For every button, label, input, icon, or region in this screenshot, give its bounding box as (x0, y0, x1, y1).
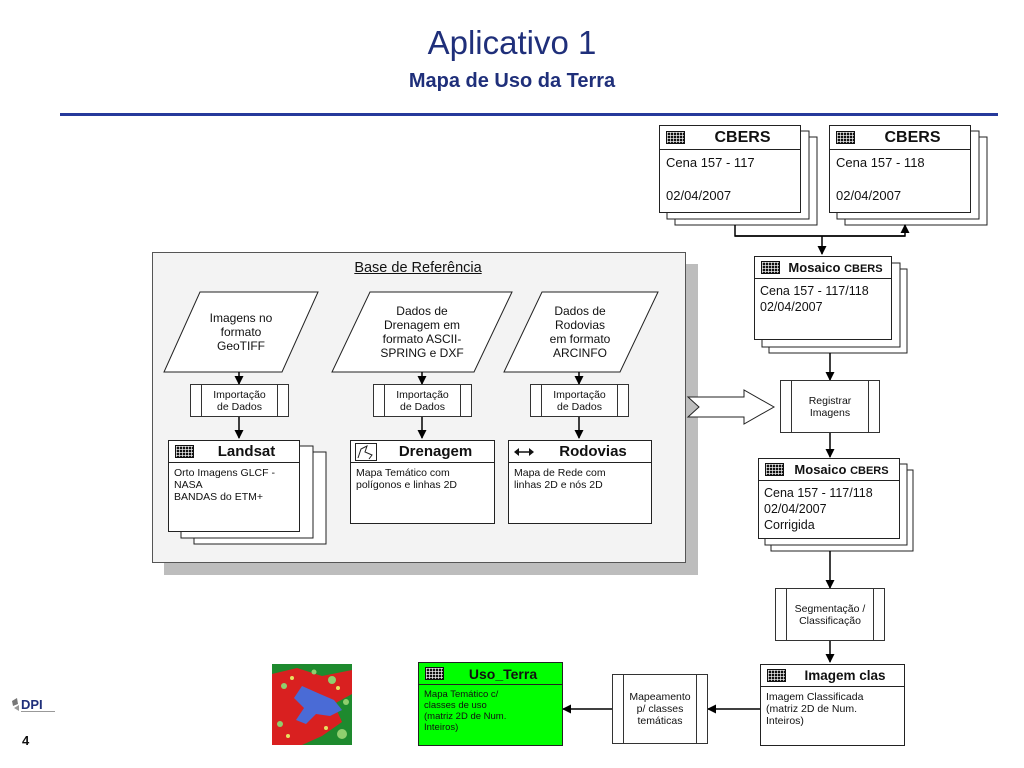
svg-text:DPI: DPI (21, 697, 43, 712)
cbers-card-118: CBERS Cena 157 - 118 02/04/2007 (829, 125, 971, 213)
landsat-card: Landsat Orto Imagens GLCF - NASA BANDAS … (168, 440, 300, 532)
raster-grid-icon (666, 131, 685, 144)
raster-grid-icon (425, 667, 444, 680)
land-use-title: Uso_Terra (468, 665, 538, 682)
mosaic-card: Mosaico CBERS Cena 157 - 117/118 02/04/2… (754, 256, 892, 340)
import-geotiff-process: Importação de Dados (190, 384, 289, 417)
cbers-118-date: 02/04/2007 (836, 188, 902, 203)
landsat-title: Landsat (217, 443, 276, 460)
rodovias-title: Rodovias (559, 443, 627, 460)
land-use-card: Uso_Terra Mapa Temático c/ classes de us… (418, 662, 563, 746)
input-rodovias-text: Dados de Rodovias em formato ARCINFO (549, 304, 611, 360)
slide-subtitle: Mapa de Uso da Terra (408, 70, 616, 92)
cbers-118-scene: Cena 157 - 118 (836, 155, 925, 170)
raster-grid-icon (765, 463, 784, 476)
mosaic-corrected-card: Mosaico CBERS Cena 157 - 117/118 02/04/2… (758, 458, 900, 539)
title-divider (60, 113, 998, 116)
landsat-body: Orto Imagens GLCF - NASA BANDAS do ETM+ (174, 467, 275, 503)
mosaic-body: Cena 157 - 117/118 02/04/2007 (760, 284, 869, 314)
land-use-body: Mapa Temático c/ classes de uso (matriz … (424, 689, 507, 733)
input-parallelogram-drenagem (331, 291, 513, 373)
cbers-117-scene: Cena 157 - 117 (666, 155, 755, 170)
import-drenagem-process: Importação de Dados (373, 384, 472, 417)
input-drenagem-text: Dados de Drenagem em formato ASCII- SPRI… (380, 304, 464, 360)
rodovias-body: Mapa de Rede com linhas 2D e nós 2D (514, 467, 606, 491)
drenagem-card: Drenagem Mapa Temático com polígonos e l… (350, 440, 495, 524)
land-use-map-thumbnail (272, 664, 352, 745)
cbers-card-117: CBERS Cena 157 - 117 02/04/2007 (659, 125, 801, 213)
slide-title: Aplicativo 1 (427, 24, 597, 61)
page-number: 4 (22, 733, 30, 748)
classified-title: Imagem clas (804, 668, 886, 683)
classified-body: Imagem Classificada (matriz 2D de Num. I… (766, 691, 864, 727)
cbers-118-title: CBERS (884, 128, 941, 146)
arrow-cbers-mosaic (734, 224, 910, 237)
dpi-logo: DPI (12, 697, 55, 712)
polygon-map-icon (355, 442, 377, 461)
rodovias-card: Rodovias Mapa de Rede com linhas 2D e nó… (508, 440, 652, 524)
segmentation-process: Segmentação / Classificação (775, 588, 885, 641)
input-geotiff-text: Imagens no formato GeoTIFF (209, 311, 273, 353)
register-images-process: Registrar Imagens (780, 380, 880, 433)
drenagem-title: Drenagem (398, 443, 473, 460)
mapping-process: Mapeamento p/ classes temáticas (612, 674, 708, 744)
import-rodovias-process: Importação de Dados (530, 384, 629, 417)
mosaic-corrected-title: Mosaico CBERS (794, 462, 889, 477)
classified-image-card: Imagem clas Imagem Classificada (matriz … (760, 664, 905, 746)
input-parallelogram-geotiff (163, 291, 319, 373)
reference-to-register-arrow (686, 389, 776, 425)
mosaic-corrected-body: Cena 157 - 117/118 02/04/2007 Corrigida (764, 486, 873, 532)
raster-grid-icon (767, 669, 786, 682)
raster-grid-icon (761, 261, 780, 274)
reference-base-title: Base de Referência (354, 260, 482, 276)
cbers-117-date: 02/04/2007 (666, 188, 732, 203)
input-parallelogram-rodovias (503, 291, 659, 373)
mosaic-title: Mosaico CBERS (788, 260, 883, 275)
raster-grid-icon (175, 445, 194, 458)
network-arrows-icon (514, 447, 534, 456)
cbers-117-title: CBERS (714, 128, 771, 146)
raster-grid-icon (836, 131, 855, 144)
drenagem-body: Mapa Temático com polígonos e linhas 2D (356, 467, 457, 491)
